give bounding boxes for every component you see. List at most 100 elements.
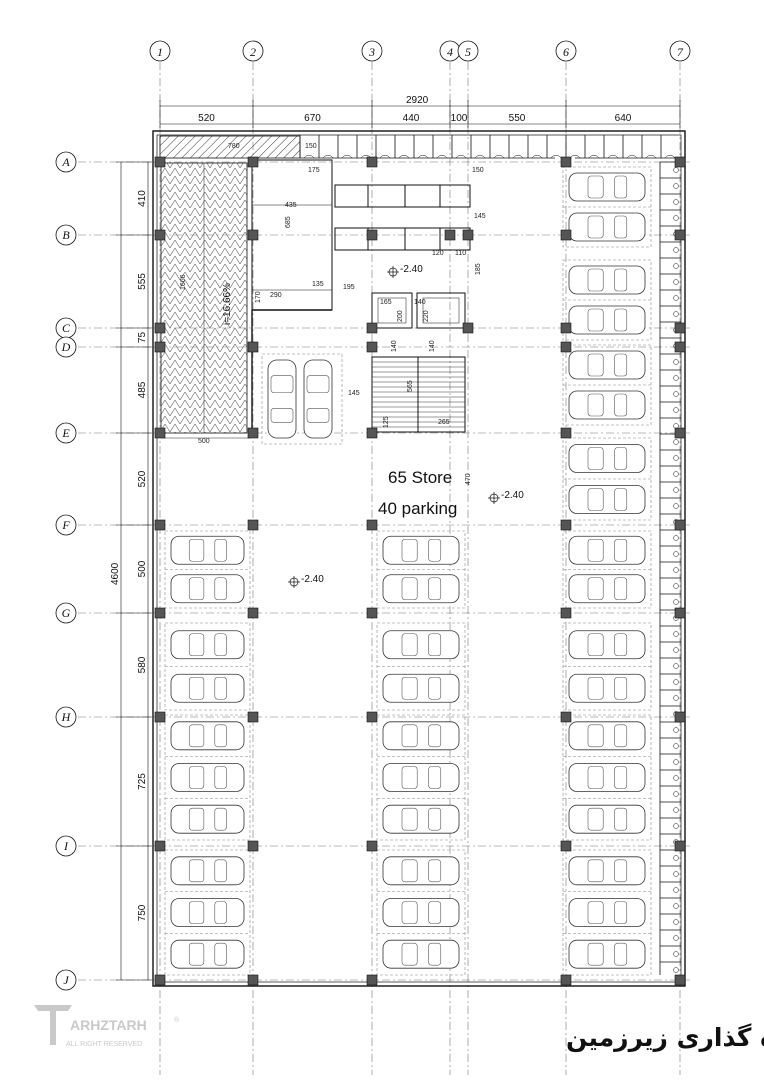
structural-column	[560, 341, 572, 353]
structural-column	[674, 607, 686, 619]
parking-block	[562, 622, 652, 711]
parking-block	[376, 849, 466, 976]
svg-text:D: D	[61, 340, 71, 354]
car-symbol	[568, 305, 646, 335]
dim-435: 435	[285, 202, 297, 209]
car-symbol	[382, 630, 460, 660]
car-symbol	[568, 721, 646, 751]
parking-block	[562, 849, 652, 976]
structural-column	[560, 607, 572, 619]
structural-column	[154, 229, 166, 241]
structural-column	[154, 322, 166, 334]
structural-column	[154, 974, 166, 986]
structural-column	[462, 322, 474, 334]
structural-column	[154, 607, 166, 619]
structural-column	[674, 229, 686, 241]
parking-block	[164, 849, 251, 976]
car-symbol	[568, 390, 646, 420]
outer-walls	[152, 130, 686, 987]
dim-height-segment: 750	[137, 904, 148, 921]
structural-column	[462, 229, 474, 241]
car-symbol	[568, 763, 646, 792]
parking-block	[562, 166, 652, 248]
dim-140c: 140	[429, 340, 436, 352]
structural-column	[154, 711, 166, 723]
grid-column-bubble: 5	[457, 40, 479, 62]
structural-column	[366, 322, 378, 334]
dim-685: 685	[285, 216, 292, 228]
structural-column	[366, 229, 378, 241]
dim-110: 110	[455, 250, 466, 257]
dim-200: 200	[397, 310, 404, 322]
svg-text:ARHZTARH: ARHZTARH	[70, 1017, 147, 1033]
parking-block	[562, 437, 652, 521]
store-count-label: 65 Store	[388, 468, 452, 487]
parking-block	[562, 714, 652, 841]
structural-column	[366, 519, 378, 531]
svg-text:3: 3	[368, 45, 375, 59]
structural-column	[674, 341, 686, 353]
parking-block	[376, 530, 466, 609]
dim-145b: 145	[348, 390, 360, 397]
svg-text:6: 6	[563, 45, 569, 59]
ramp: i=16.66% 1666 500	[160, 162, 251, 445]
stairwell	[371, 356, 466, 433]
dim-total-height: 4600	[110, 562, 121, 585]
dim-120: 120	[432, 250, 444, 257]
car-symbol	[382, 856, 460, 886]
structural-column	[560, 322, 572, 334]
car-symbol	[170, 763, 245, 792]
grid-row-bubble: C	[55, 317, 77, 339]
dim-290: 290	[270, 292, 282, 299]
parking-block-vertical	[261, 353, 343, 445]
car-symbol	[382, 898, 460, 927]
car-symbol	[568, 630, 646, 660]
dim-265: 265	[438, 419, 450, 426]
left-dimension-chain	[120, 162, 149, 980]
dim-195: 195	[343, 284, 355, 291]
svg-text:7: 7	[677, 45, 684, 59]
car-symbol	[382, 939, 460, 969]
svg-text:2: 2	[250, 45, 256, 59]
car-symbol	[267, 359, 297, 439]
dim-220: 220	[423, 310, 430, 322]
car-symbol	[568, 535, 646, 565]
car-symbol	[382, 535, 460, 565]
svg-text:5: 5	[465, 45, 471, 59]
level-marker-left: -2.40	[288, 574, 324, 588]
structural-column	[366, 156, 378, 168]
svg-text:A: A	[61, 155, 70, 169]
car-symbol	[170, 856, 245, 886]
car-symbol	[170, 673, 245, 703]
structural-column	[560, 519, 572, 531]
svg-text:ALL RIGHT RESERVED: ALL RIGHT RESERVED	[66, 1041, 142, 1048]
svg-text:-2.40: -2.40	[400, 264, 423, 275]
parking-block	[376, 622, 466, 711]
dim-height-segment: 520	[137, 470, 148, 487]
grid-row-bubble: A	[55, 151, 77, 173]
dim-width-segment: 440	[403, 113, 420, 124]
structural-column	[674, 156, 686, 168]
car-symbol	[382, 673, 460, 703]
dim-470: 470	[465, 473, 472, 485]
structural-column	[560, 229, 572, 241]
grid-row-bubble: J	[55, 969, 77, 991]
car-symbol	[568, 485, 646, 514]
dim-width-segment: 640	[615, 113, 632, 124]
car-symbol	[170, 898, 245, 927]
svg-text:G: G	[62, 606, 71, 620]
store-cells-right	[659, 161, 681, 975]
elevators	[371, 292, 466, 329]
ramp-slope-label: i=16.66%	[222, 283, 233, 325]
parking-block	[164, 622, 251, 711]
structural-column	[366, 427, 378, 439]
structural-column	[674, 711, 686, 723]
car-symbol	[382, 721, 460, 751]
ramp-length-label: 1666	[180, 274, 187, 290]
grid-column-bubble: 2	[242, 40, 264, 62]
car-symbol	[568, 804, 646, 834]
grid-row-bubble: B	[55, 224, 77, 246]
car-symbol	[170, 574, 245, 604]
svg-text:®: ®	[174, 1016, 180, 1024]
svg-text:4: 4	[447, 45, 453, 59]
